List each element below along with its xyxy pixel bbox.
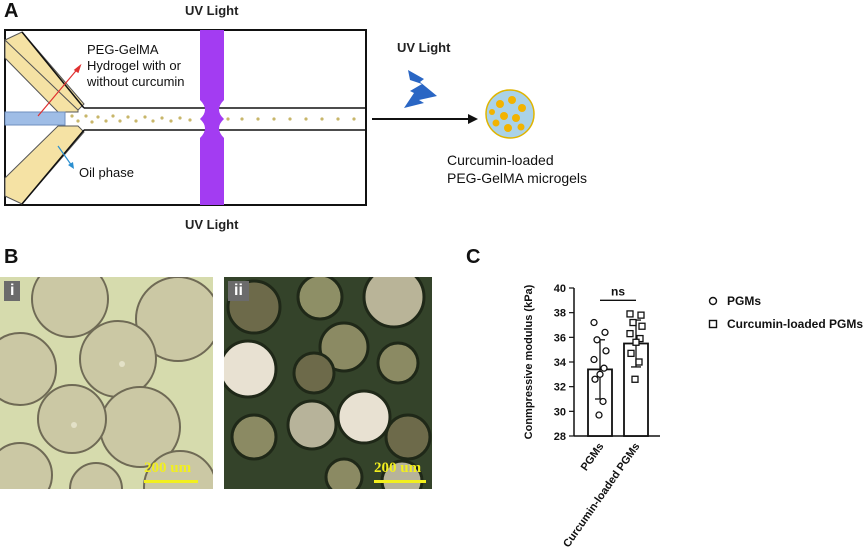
y-tick-label: 32 <box>554 382 566 394</box>
panel-c-letter: C <box>466 246 481 268</box>
data-point <box>635 358 643 366</box>
micrograph-ii-label: ii <box>228 281 249 301</box>
data-point <box>631 375 639 383</box>
y-tick-label: 28 <box>554 431 566 443</box>
hydrogel-label-line-1: PEG-GelMA <box>87 42 159 57</box>
data-point <box>627 349 635 358</box>
data-point <box>590 355 598 364</box>
hydrogel-label-line-2: Hydrogel with or <box>87 58 181 73</box>
product-label-line-2: PEG-GelMA microgels <box>447 170 588 186</box>
lightning-bolt-icon <box>404 70 437 108</box>
data-point <box>596 370 604 378</box>
droplet-stream <box>70 114 356 124</box>
data-point <box>626 329 634 338</box>
legend-label: Curcumin-loaded PGMs <box>727 317 864 331</box>
y-tick-label: 38 <box>554 308 566 320</box>
panel-a-letter: A <box>4 0 19 22</box>
data-point <box>599 397 607 406</box>
data-point <box>636 334 644 343</box>
y-tick-label: 30 <box>554 406 566 418</box>
micrograph-i: i 200 um <box>0 277 213 489</box>
micrograph-i-scale-bar <box>144 480 198 483</box>
legend-item-pgms: PGMs <box>707 292 865 310</box>
data-point <box>626 310 634 318</box>
uv-light-bottom-label: UV Light <box>185 217 239 232</box>
hydrogel-arrow <box>73 63 82 74</box>
needle <box>4 111 66 126</box>
hydrogel-label-line-3: without curcumin <box>87 74 185 89</box>
square-marker-icon <box>708 319 718 329</box>
uv-light-right-label: UV Light <box>397 40 451 55</box>
micrograph-ii-scale-bar <box>374 480 426 483</box>
uv-band <box>200 30 224 205</box>
y-tick-label: 40 <box>554 283 566 295</box>
data-point <box>638 322 646 330</box>
legend-item-curcumin: Curcumin-loaded PGMs <box>707 315 865 333</box>
significance-label: ns <box>611 284 625 298</box>
y-tick-label: 36 <box>554 332 566 344</box>
micrograph-ii-scale-bar-label: 200 um <box>374 460 422 476</box>
data-point <box>632 338 640 346</box>
uv-light-top-label: UV Light <box>185 3 239 18</box>
data-point <box>629 318 637 327</box>
oil-arrow <box>68 162 74 169</box>
microfluidic-chip-diagram <box>4 29 535 206</box>
x-tick-label: PGMs <box>579 441 607 473</box>
data-point <box>602 347 610 355</box>
micrograph-ii: ii 200 um <box>224 277 432 489</box>
product-label-line-1: Curcumin-loaded <box>447 152 554 168</box>
micrograph-i-label: i <box>4 281 21 301</box>
data-point <box>600 364 608 372</box>
y-axis-label: Conmpressive modulus (kPa) <box>523 284 535 439</box>
legend: PGMs Curcumin-loaded PGMs <box>707 292 865 333</box>
compressive-modulus-chart: 28 30 32 34 36 38 40 Conmpressive modulus (kPa)… <box>523 283 660 550</box>
data-point <box>590 318 598 327</box>
data-point <box>637 311 645 319</box>
micrograph-i-scale-bar-label: 200 um <box>144 460 192 476</box>
data-point <box>595 411 603 419</box>
data-point <box>593 336 601 344</box>
panel-b-letter: B <box>4 246 19 268</box>
x-tick-label: Curcumin-loaded PGMs <box>561 441 642 550</box>
data-point <box>601 328 609 337</box>
legend-label: PGMs <box>727 294 762 308</box>
circle-marker-icon <box>708 296 718 306</box>
oil-phase-label: Oil phase <box>79 165 134 180</box>
microgel-icon <box>485 89 535 139</box>
data-point <box>591 375 599 383</box>
y-tick-label: 34 <box>554 357 567 369</box>
